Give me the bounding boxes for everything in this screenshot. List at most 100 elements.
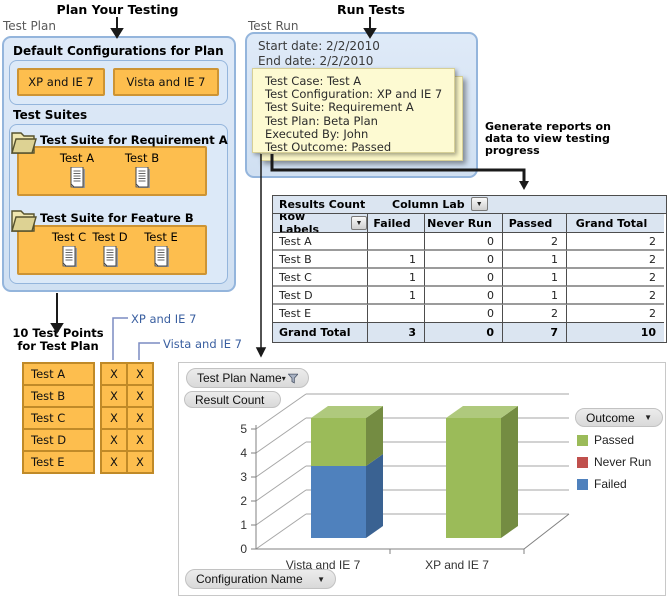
value-axis-pill-label: Result Count [195,392,265,407]
start-date: Start date: 2/2/2010 [258,39,380,53]
pivot-value-cell: 3 [368,323,425,342]
test-plan-name-filter-pill[interactable]: Test Plan Name ▾ [186,368,309,388]
caret-down-icon: ▾ [281,373,286,383]
legend-swatch-icon [577,434,588,446]
svg-text:1: 1 [240,518,247,532]
test-point-row: Test D [23,429,94,451]
svg-text:XP and IE 7: XP and IE 7 [425,558,489,572]
pivot-value-cell: 2 [567,269,664,287]
row-labels-header: Row Labels▼ [273,214,368,233]
plan-your-testing-heading: Plan Your Testing [56,2,179,17]
svg-text:Vista and IE 7: Vista and IE 7 [286,558,361,572]
suite-b-box [17,225,207,275]
document-icon [70,166,85,188]
pivot-table: Results Count Column Lab ▼ Row Labels▼Fa… [272,195,667,343]
test-name: Test E [144,230,178,244]
test-suites-title: Test Suites [13,108,88,122]
legend-swatch-icon [577,478,588,490]
run-tests-heading: Run Tests [337,2,405,17]
configuration-vista-ie7: Vista and IE 7 [113,68,219,96]
note-line: Test Plan: Beta Plan [265,113,378,128]
generate-reports-label: Generate reports on data to view testing… [485,120,611,157]
pivot-row-label: Test B [273,251,368,269]
legend-item: Failed [577,477,651,491]
default-configurations-title: Default Configurations for Plan [13,44,224,58]
note-line: Test Suite: Requirement A [265,100,414,115]
pivot-value-cell [368,305,425,323]
test-point-row: Test A [23,363,94,385]
test-name: Test D [92,230,128,244]
pivot-value-cell: 0 [425,269,503,287]
outcome-legend-pill[interactable]: Outcome ▼ [575,408,663,427]
test-name: Test C [51,230,87,244]
test-name: Test A [59,151,95,165]
svg-text:2: 2 [240,494,247,508]
svg-text:5: 5 [240,422,247,436]
test-point-mark-cell: X [101,451,127,473]
note-to-chart-arrowhead [255,347,267,358]
pivot-value-cell: 2 [567,233,664,251]
pivot-column-header: Grand Total [567,214,664,233]
configuration-name-pill[interactable]: Configuration Name ▼ [185,569,336,589]
suite-a-title: Test Suite for Requirement A [40,133,228,147]
test-plan-label: Test Plan [3,19,56,33]
legend-item: Passed [577,433,651,447]
pivot-header-band: Results Count Column Lab ▼ [273,196,666,214]
pivot-value-cell: 0 [425,305,503,323]
test-point-row: Test B [23,385,94,407]
pivot-value-cell: 2 [503,233,567,251]
test-item: Test A [55,151,99,191]
legend-swatch-icon [577,456,588,468]
legend-label: Never Run [594,455,652,469]
config-callout-vista: Vista and IE 7 [163,337,242,351]
legend-label: Passed [594,433,635,447]
svg-text:3: 3 [240,470,247,484]
pivot-value-cell: 2 [567,251,664,269]
pivot-value-cell: 2 [567,305,664,323]
test-result-note: Test Case: Test A Test Configuration: XP… [252,68,455,154]
pivot-column-header: Never Run [425,214,503,233]
note-line: Executed By: John [265,126,369,141]
column-label-text: Column Lab [392,197,465,211]
pivot-row-label: Test A [273,233,368,251]
pivot-value-cell: 0 [425,287,503,305]
pivot-row-label: Test D [273,287,368,305]
test-run-label: Test Run [248,19,299,33]
pivot-value-cell: 1 [368,251,425,269]
result-count-pill[interactable]: Result Count [184,391,281,408]
suite-b-title: Test Suite for Feature B [40,211,194,225]
test-item: Test B [120,151,164,191]
pivot-value-cell: 7 [503,323,567,342]
test-point-mark-cell: X [127,451,153,473]
test-point-mark-cell: X [101,363,127,385]
test-point-mark-cell: X [127,363,153,385]
pivot-value-cell: 2 [503,305,567,323]
test-name: Test B [124,151,160,165]
column-label-dropdown[interactable]: ▼ [470,197,488,211]
test-point-row: Test E [23,451,94,473]
row-labels-dropdown[interactable]: ▼ [350,216,367,230]
test-point-mark-cell: X [101,429,127,451]
pivot-title: Results Count [279,198,366,211]
pivot-value-cell [368,233,425,251]
note-to-table-arrowhead [519,181,529,190]
legend-pill-label: Outcome [586,410,635,425]
document-icon [103,245,118,267]
pivot-value-cell: 1 [503,251,567,269]
pivot-value-cell: 1 [368,269,425,287]
configuration-xp-ie7: XP and IE 7 [17,68,105,96]
filter-funnel-icon [287,373,298,383]
suite-a-box [17,146,207,196]
test-item: Test D [88,230,132,270]
pivot-value-cell: 1 [503,269,567,287]
